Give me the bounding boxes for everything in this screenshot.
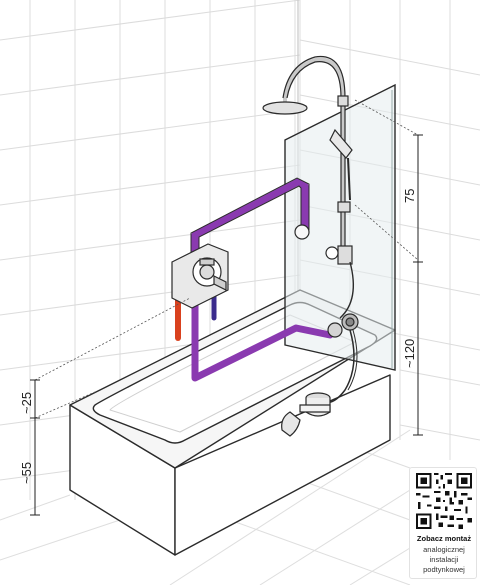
qr-card[interactable]: Zobacz montaż analogicznej instalacji po… [409, 467, 477, 579]
shower-column [262, 55, 353, 265]
qr-line-1: analogicznej [423, 545, 465, 554]
hand-shower [294, 128, 354, 319]
wall-outlet [327, 313, 359, 338]
qr-title: Zobacz montaż [416, 534, 472, 543]
dim-shower-head-height: 75 [402, 189, 417, 203]
mixed-water-pipe [191, 178, 334, 382]
dim-mixer-height: ~120 [402, 339, 417, 368]
bath-drain [281, 392, 331, 437]
qr-line-3: podtynkowej [423, 565, 465, 574]
dim-mixer-offset: ~25 [19, 392, 34, 414]
qr-line-2: instalacji [429, 555, 459, 564]
dim-bath-height: ~55 [19, 462, 34, 484]
qr-code-icon[interactable] [416, 473, 472, 529]
concealed-mixer [171, 243, 229, 309]
glass-screen [284, 83, 396, 371]
guide-lines [34, 99, 419, 419]
left-wall-tiles [0, 0, 301, 500]
dimension-lines [30, 134, 423, 516]
